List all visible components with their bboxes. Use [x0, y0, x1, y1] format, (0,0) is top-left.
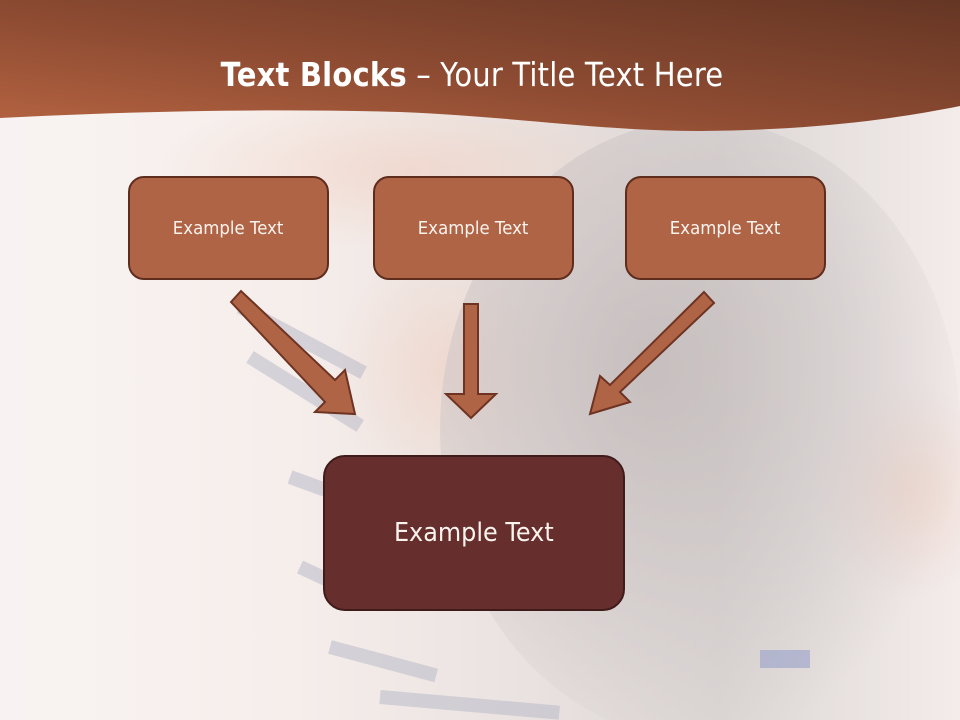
text-block-center[interactable]: Example Text	[373, 176, 574, 280]
header-banner: Text Blocks – Your Title Text Here	[0, 0, 960, 140]
text-block-bottom-label: Example Text	[394, 518, 554, 548]
arrow-down-right-icon	[229, 289, 357, 416]
background-stripe	[760, 650, 810, 668]
arrow-down-left-icon	[588, 290, 716, 416]
text-block-left[interactable]: Example Text	[128, 176, 329, 280]
text-block-left-label: Example Text	[173, 217, 284, 239]
text-block-center-label: Example Text	[418, 217, 529, 239]
arrow-down-icon	[443, 303, 499, 420]
header-wave-shape	[0, 0, 960, 131]
text-block-right-label: Example Text	[670, 217, 781, 239]
page-title: Text Blocks – Your Title Text Here	[57, 54, 888, 96]
text-block-right[interactable]: Example Text	[625, 176, 826, 280]
title-rest: Your Title Text Here	[440, 55, 724, 94]
text-block-bottom[interactable]: Example Text	[323, 455, 625, 611]
title-separator: –	[406, 55, 441, 94]
title-bold: Text Blocks	[220, 55, 407, 94]
